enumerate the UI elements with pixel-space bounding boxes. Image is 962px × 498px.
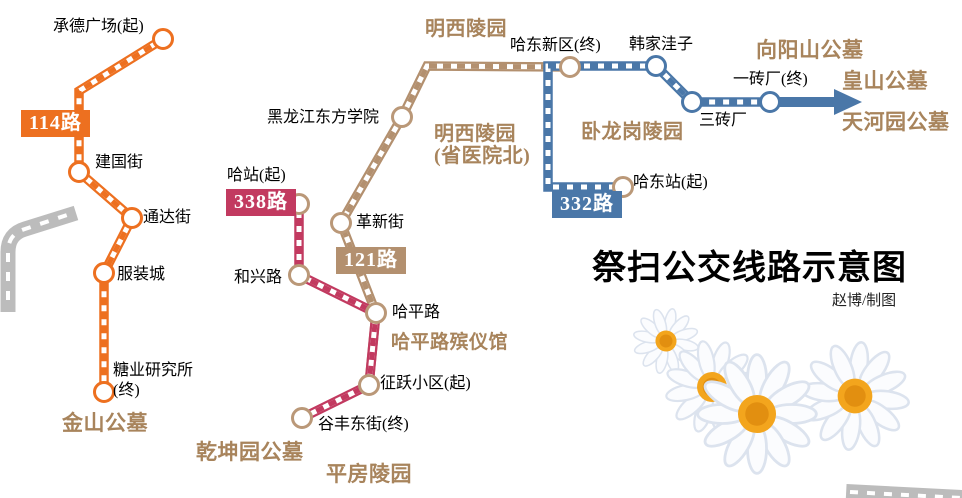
station-dots <box>68 28 781 429</box>
station-dot-hanjia-wazi <box>645 55 667 77</box>
station-label-gexin-street: 革新街 <box>356 214 405 231</box>
station-label-jianguo-street: 建国街 <box>95 154 144 171</box>
station-label-hlj-oriental-college: 黑龙江东方学院 <box>267 109 380 126</box>
station-dot-zhengyue-community <box>358 374 380 396</box>
route-332-arrow <box>776 89 862 115</box>
cemetery-label-hapinglu-funeral: 哈平路殡仪馆 <box>391 332 509 353</box>
station-dot-chengde-square <box>152 28 174 50</box>
cemetery-label-qiankunyuan: 乾坤园公墓 <box>196 440 304 464</box>
station-label-hexing-road: 和兴路 <box>234 269 283 286</box>
route-badge-332: 332路 <box>552 191 622 218</box>
cemetery-label-mingxi-branch: 明西陵园 (省医院北) <box>434 123 531 167</box>
station-label-zhengyue-community: 征跃小区(起) <box>380 375 471 392</box>
station-label-chengde-square: 承德广场(起) <box>53 18 144 35</box>
station-dot-gufeng-east-street <box>291 407 313 429</box>
station-dot-tangye-institute <box>93 381 115 403</box>
cemetery-label-pingfang: 平房陵园 <box>326 462 412 486</box>
station-label-hadong-new-district: 哈东新区(终) <box>510 37 601 54</box>
background-road-bottom-right <box>845 484 962 498</box>
station-label-fuzhuang-city: 服装城 <box>117 266 166 283</box>
route-badge-338: 338路 <box>226 189 296 216</box>
cemetery-label-mingxi: 明西陵园 <box>425 18 507 40</box>
station-dot-jianguo-street <box>68 161 90 183</box>
route-114-line <box>74 34 166 392</box>
daisy-flowers-photo <box>627 302 915 473</box>
station-label-yizhuanchang: 一砖厂(终) <box>733 71 808 88</box>
station-label-haping-road: 哈平路 <box>392 304 441 321</box>
background-road-left <box>0 205 79 312</box>
station-label-ha-station: 哈站(起) <box>227 167 286 184</box>
route-badge-121: 121路 <box>336 247 406 274</box>
station-dot-hexing-road <box>288 264 310 286</box>
station-dot-fuzhuang-city <box>93 262 115 284</box>
station-dot-hadong-new-district <box>559 56 581 78</box>
station-dot-gexin-street <box>330 212 352 234</box>
station-dot-yizhuanchang <box>759 91 781 113</box>
station-label-tongda-street: 通达街 <box>143 209 192 226</box>
station-dot-haping-road <box>365 302 387 324</box>
station-dot-hlj-oriental-college <box>391 106 413 128</box>
station-label-hadong-station: 哈东站(起) <box>633 174 708 191</box>
route-332-line <box>543 61 862 192</box>
credit-byline: 赵博/制图 <box>832 293 897 309</box>
cemetery-label-wolonggang: 卧龙岗陵园 <box>581 121 684 143</box>
cemetery-label-huangshan: 皇山公墓 <box>842 69 928 93</box>
station-dot-sanzhuanchang <box>681 91 703 113</box>
route-badge-114: 114路 <box>21 110 90 137</box>
station-label-hanjia-wazi: 韩家洼子 <box>629 36 694 53</box>
cemetery-label-jinshan: 金山公墓 <box>62 411 148 435</box>
station-label-sanzhuanchang: 三砖厂 <box>699 112 748 129</box>
station-label-gufeng-east-street: 谷丰东街(终) <box>318 416 409 433</box>
station-dot-tongda-street <box>121 207 143 229</box>
cemetery-label-xiangyangshan: 向阳山公墓 <box>756 38 864 62</box>
cemetery-label-tianheyuan: 天河园公墓 <box>842 110 950 134</box>
station-label-tangye-institute: 糖业研究所 (终) <box>113 362 194 399</box>
page-title: 祭扫公交线路示意图 <box>592 249 907 287</box>
